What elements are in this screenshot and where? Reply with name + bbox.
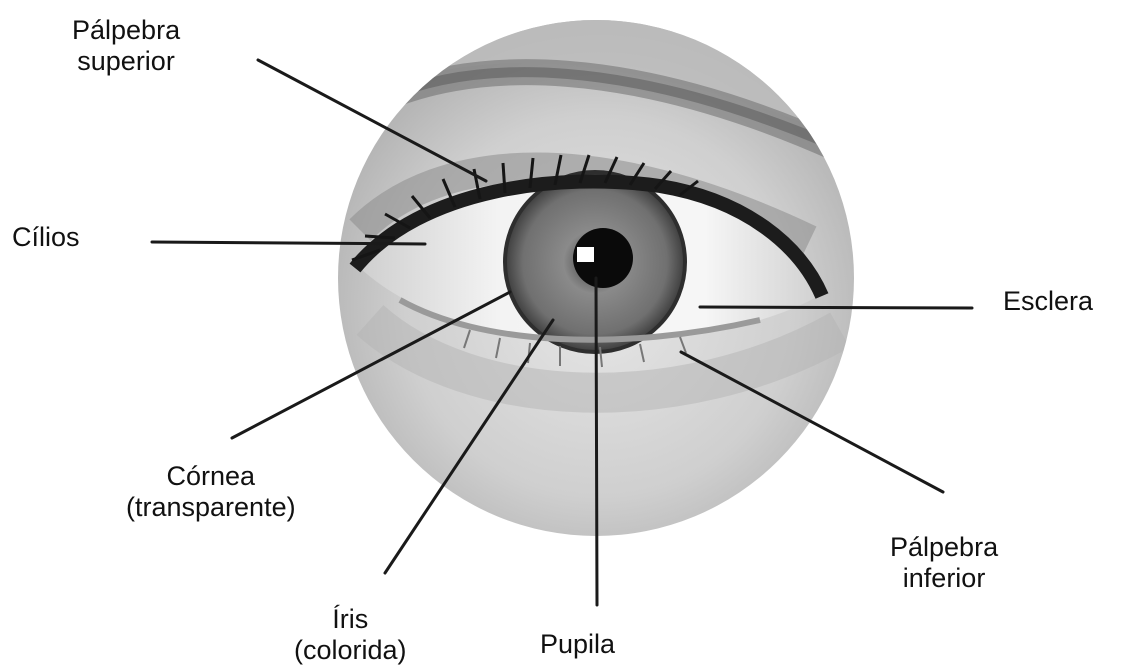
label-iris: Íris (colorida) <box>294 604 407 666</box>
leader-line-esclera <box>700 307 972 308</box>
label-line: Cílios <box>12 222 80 253</box>
label-esclera: Esclera <box>1003 286 1093 317</box>
label-line: (transparente) <box>126 492 296 523</box>
label-palpebra-inferior: Pálpebra inferior <box>890 532 998 594</box>
label-line: (colorida) <box>294 635 407 666</box>
label-cilios: Cílios <box>12 222 80 253</box>
label-pupila: Pupila <box>540 629 615 660</box>
leader-line-cilios <box>152 242 425 244</box>
label-line: superior <box>72 46 180 77</box>
label-line: Íris <box>294 604 407 635</box>
label-line: Pupila <box>540 629 615 660</box>
label-line: Esclera <box>1003 286 1093 317</box>
leader-line-pupila <box>596 278 597 605</box>
label-line: Pálpebra <box>72 15 180 46</box>
label-cornea: Córnea (transparente) <box>126 461 296 523</box>
label-palpebra-superior: Pálpebra superior <box>72 15 180 77</box>
label-line: inferior <box>890 563 998 594</box>
label-line: Córnea <box>126 461 296 492</box>
eye-photo <box>330 15 870 545</box>
label-line: Pálpebra <box>890 532 998 563</box>
